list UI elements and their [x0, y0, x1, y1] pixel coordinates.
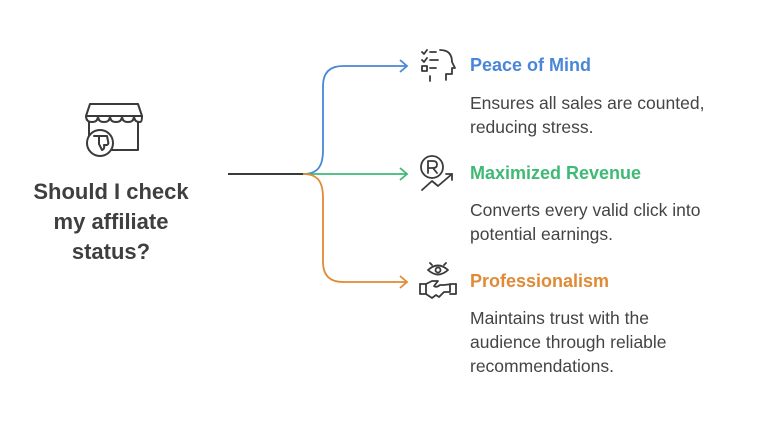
branch-description-professionalism: Maintains trust with the audience throug…	[470, 306, 760, 378]
branch-description-maximized-revenue: Converts every valid click into potentia…	[470, 198, 760, 246]
branch-line-professionalism	[302, 173, 406, 283]
description-line: potential earnings.	[470, 224, 614, 244]
handshake-trust-icon	[419, 262, 457, 299]
store-thumbs-down-icon	[85, 103, 143, 157]
arrowhead-professionalism	[399, 275, 409, 289]
head-checklist-icon	[421, 49, 456, 82]
description-line: Ensures all sales are counted,	[470, 93, 705, 113]
description-line: audience through reliable	[470, 332, 667, 352]
question-line-2: my affiliate	[53, 209, 169, 234]
arrowhead-peace-of-mind	[399, 59, 409, 73]
branch-title-maximized-revenue: Maximized Revenue	[470, 163, 642, 183]
arrowhead-maximized-revenue	[399, 167, 409, 181]
branch-line-peace-of-mind	[302, 65, 406, 175]
central-question: Should I check my affiliate status?	[14, 177, 208, 267]
question-line-3: status?	[71, 239, 151, 264]
question-line-1: Should I check	[33, 179, 189, 204]
description-line: recommendations.	[470, 356, 614, 376]
description-line: Converts every valid click into	[470, 200, 701, 220]
branch-description-peace-of-mind: Ensures all sales are counted, reducing …	[470, 91, 760, 139]
description-line: Maintains trust with the	[470, 308, 649, 328]
revenue-growth-icon	[420, 155, 453, 191]
branch-title-professionalism: Professionalism	[470, 271, 610, 291]
branch-title-peace-of-mind: Peace of Mind	[470, 55, 592, 75]
description-line: reducing stress.	[470, 117, 594, 137]
